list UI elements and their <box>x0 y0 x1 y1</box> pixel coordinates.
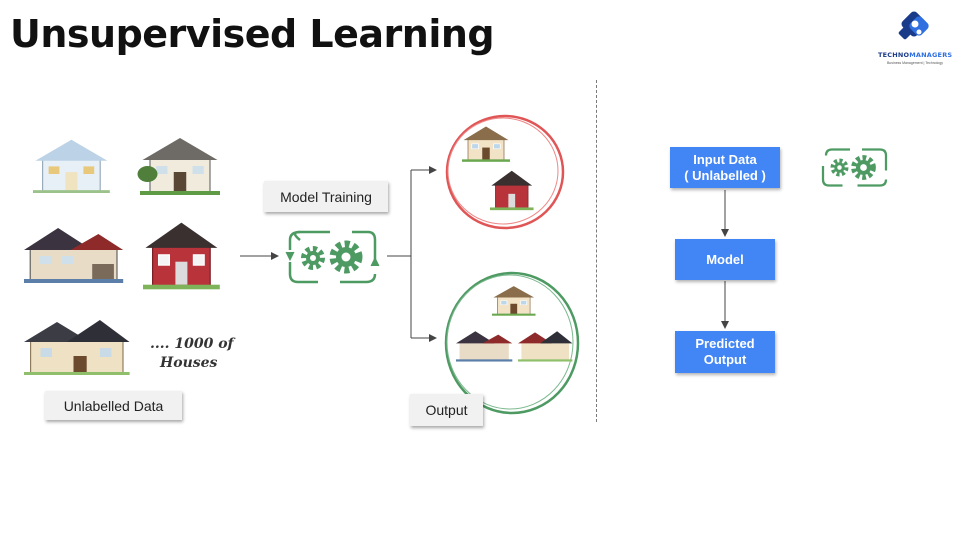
slide-title: Unsupervised Learning <box>10 12 495 56</box>
logo-icon <box>898 11 929 40</box>
unlabelled-data-label: Unlabelled Data <box>45 391 182 420</box>
house-icon <box>518 331 573 362</box>
output-branch-arrows <box>387 166 437 342</box>
house-icon <box>24 228 124 283</box>
gears-icon <box>821 148 888 187</box>
cluster-red <box>445 114 565 230</box>
section-divider <box>596 80 597 422</box>
house-icon <box>456 331 513 362</box>
house-icon <box>143 222 220 290</box>
house-icon <box>461 126 511 163</box>
logo-tagline: Business Management | Technology <box>886 61 944 65</box>
flow-model: Model <box>675 239 775 280</box>
house-icon <box>490 170 534 211</box>
company-logo: TECHNOMANAGERS Business Management | Tec… <box>878 8 952 68</box>
gears-icon <box>285 230 380 284</box>
house-icon <box>491 285 536 317</box>
logo-wordmark: TECHNOMANAGERS <box>878 51 953 59</box>
output-label: Output <box>410 394 483 426</box>
houses-count-note: .... 1000 of Houses <box>150 336 234 371</box>
flow-input-data: Input Data ( Unlabelled ) <box>670 147 780 188</box>
house-icon <box>137 138 220 195</box>
model-training-label: Model Training <box>264 181 388 212</box>
house-icon <box>33 139 110 193</box>
flow-predicted-output: Predicted Output <box>675 331 775 373</box>
house-icon <box>24 320 130 375</box>
cluster-green <box>444 271 580 415</box>
